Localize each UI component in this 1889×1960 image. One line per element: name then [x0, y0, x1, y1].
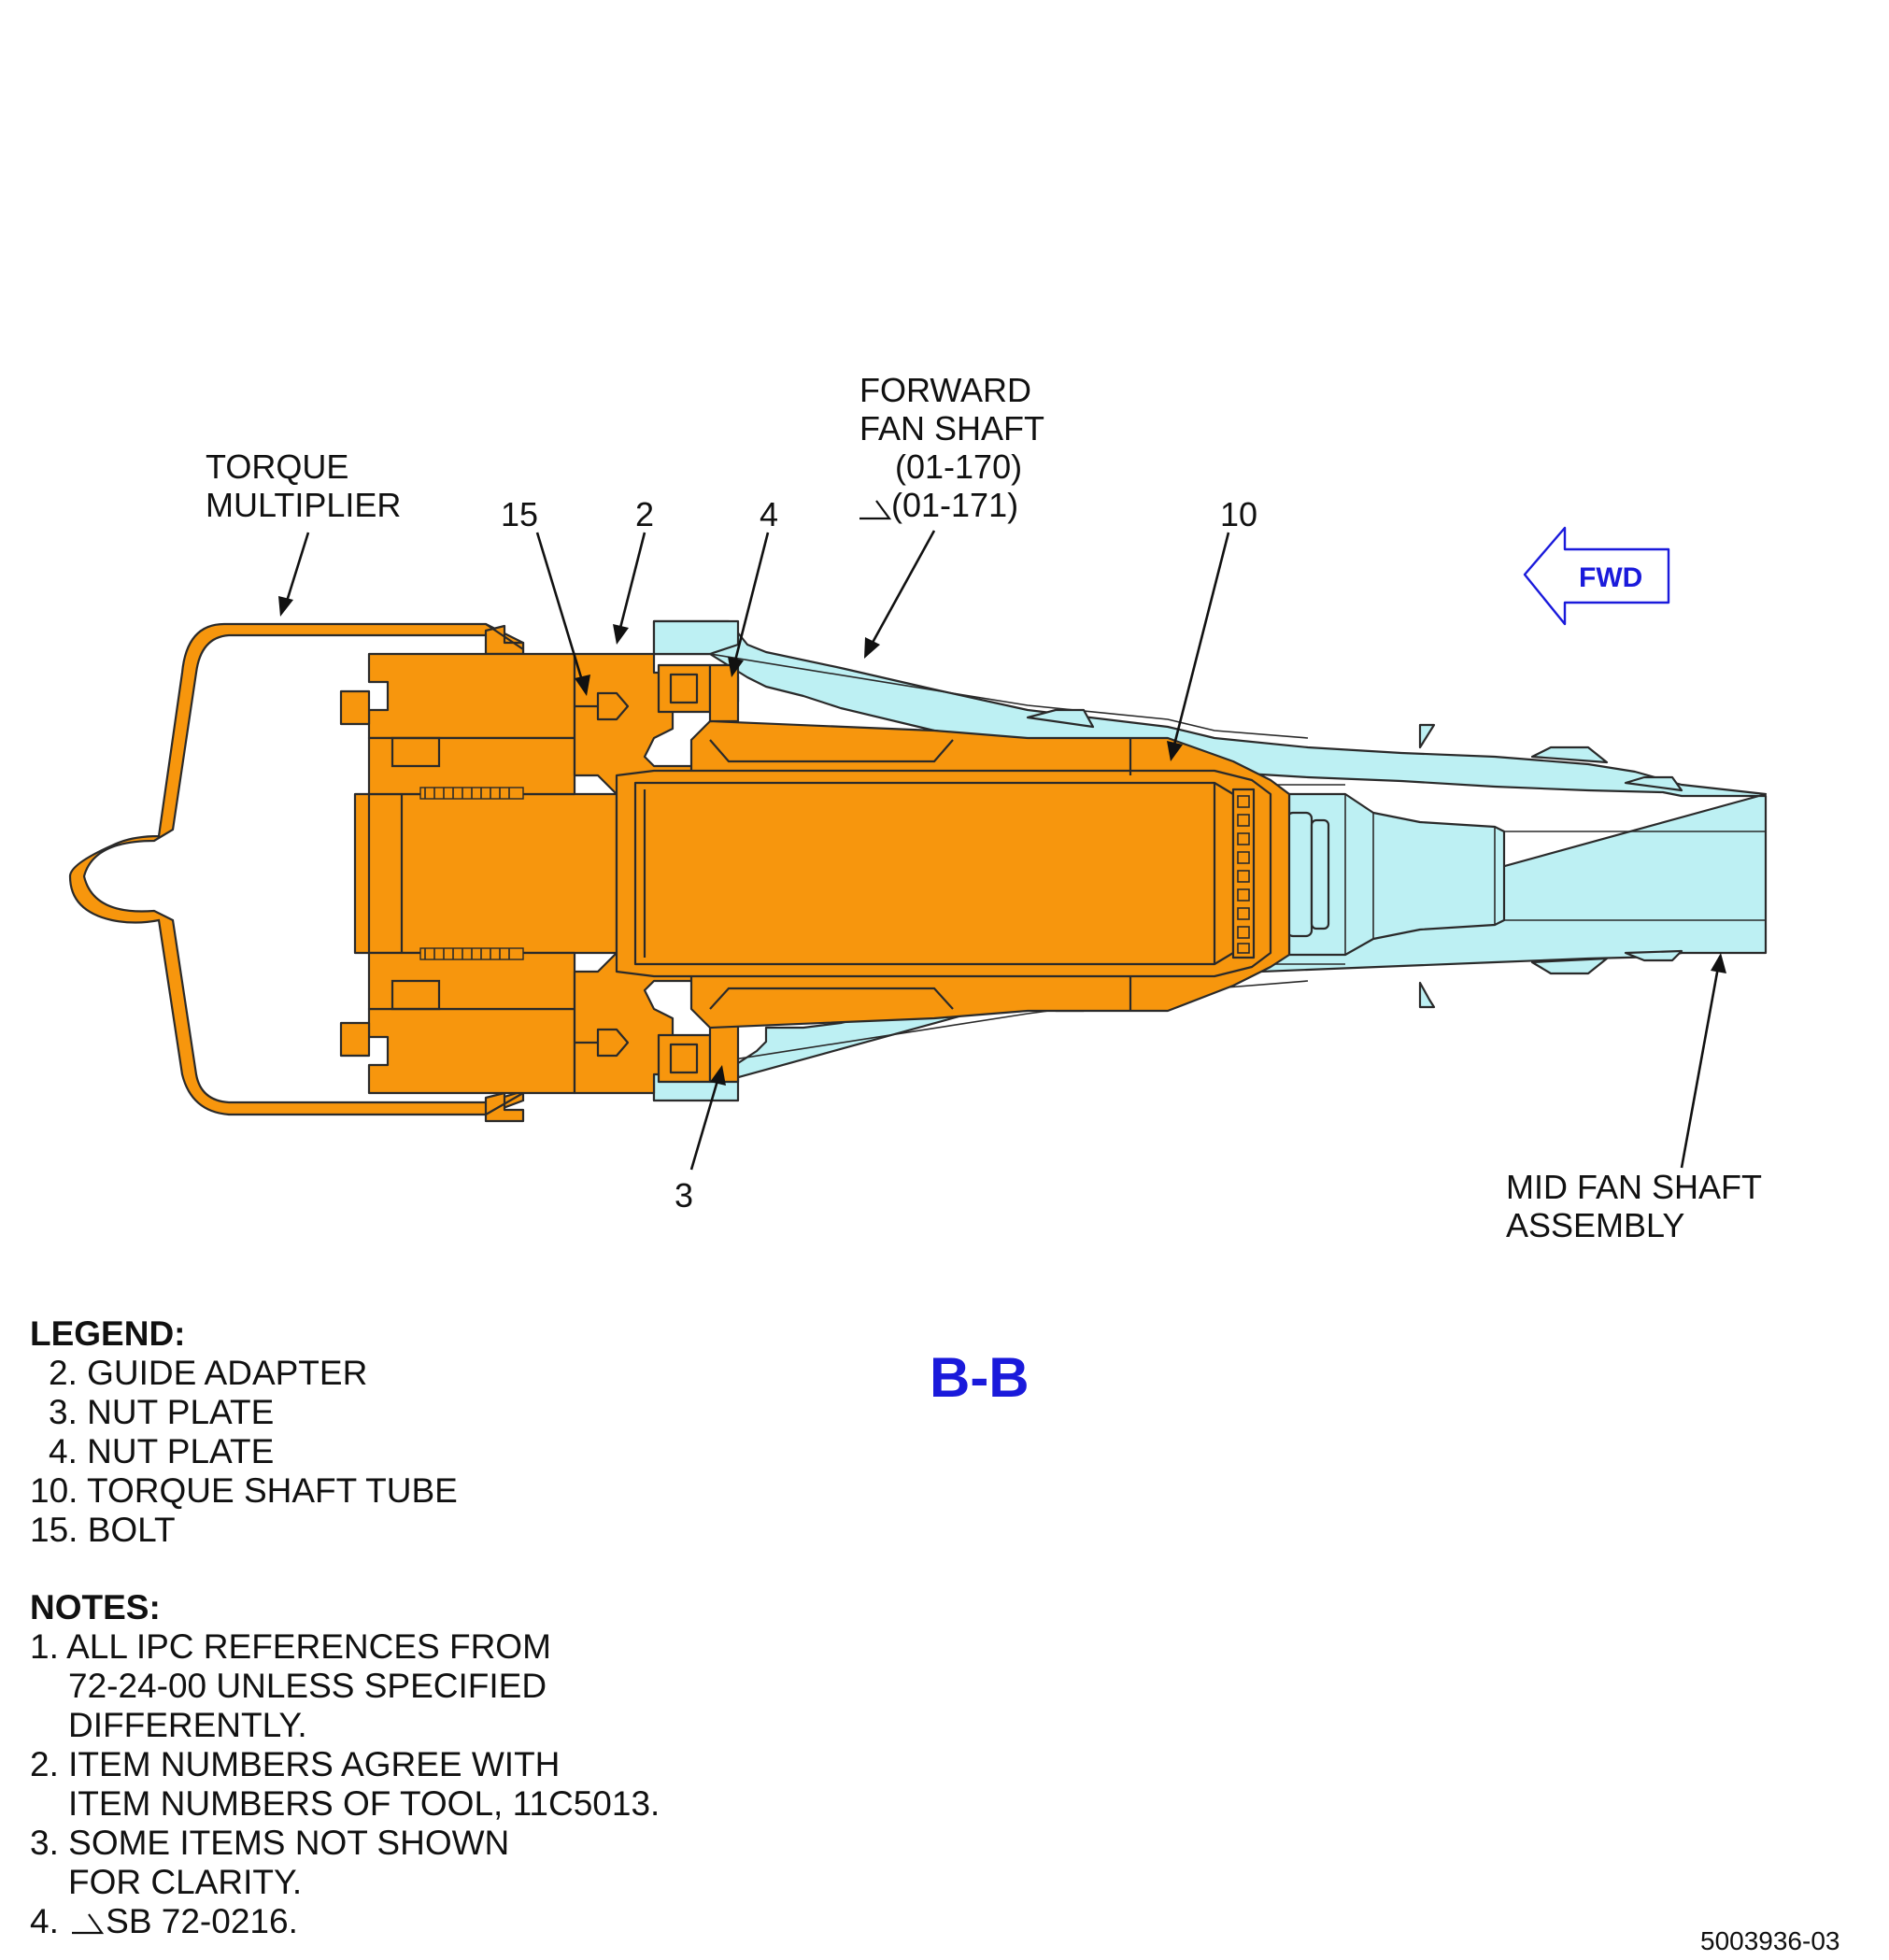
item-15-callout: 15 — [501, 495, 538, 533]
nut-plate-4 — [657, 663, 740, 723]
legend-item: 4. NUT PLATE — [49, 1432, 275, 1470]
fwd-arrow-icon — [1523, 526, 1670, 626]
note-item: 4. SB 72-0216. — [30, 1902, 298, 1940]
item-3-callout: 3 — [675, 1176, 693, 1214]
forward-fan-shaft-label-line4: (01-171) — [891, 486, 1018, 524]
item-10-callout: 10 — [1220, 495, 1257, 533]
legend-item: 15. BOLT — [30, 1511, 176, 1549]
legend-heading: LEGEND: — [30, 1314, 186, 1353]
note-item: 2. ITEM NUMBERS AGREE WITH — [30, 1745, 561, 1783]
sb-flag-icon — [72, 1913, 105, 1935]
torque-multiplier — [68, 622, 525, 1123]
mid-fan-shaft-label-line1: MID FAN SHAFT — [1506, 1168, 1762, 1206]
legend: LEGEND: 2. GUIDE ADAPTER 3. NUT PLATE 4.… — [30, 1314, 458, 1550]
torque-shaft-tube — [615, 719, 1291, 1030]
legend-item: 10. TORQUE SHAFT TUBE — [30, 1471, 458, 1510]
figure-number: 5003936-03 — [1700, 1926, 1839, 1955]
mid-fan-shaft-label-line2: ASSEMBLY — [1506, 1206, 1684, 1244]
nut-plate-3 — [657, 1024, 740, 1084]
torque-multiplier-label-line1: TORQUE — [206, 447, 348, 486]
fwd-label: FWD — [1579, 562, 1642, 593]
legend-item: 3. NUT PLATE — [49, 1393, 275, 1431]
forward-fan-shaft-label-line2: FAN SHAFT — [859, 409, 1044, 447]
note-continuation: ITEM NUMBERS OF TOOL, 11C5013. — [68, 1784, 660, 1823]
notes-heading: NOTES: — [30, 1588, 161, 1626]
torque-multiplier-head — [339, 652, 618, 1095]
notes: NOTES: 1. ALL IPC REFERENCES FROM 72-24-… — [30, 1588, 660, 1941]
note-item: 1. ALL IPC REFERENCES FROM — [30, 1627, 551, 1666]
torque-multiplier-label-line2: MULTIPLIER — [206, 486, 401, 524]
note-continuation: 72-24-00 UNLESS SPECIFIED — [68, 1667, 547, 1705]
sb-flag-icon — [859, 500, 892, 520]
forward-fan-shaft-label-line1: FORWARD — [859, 371, 1031, 409]
note-continuation: FOR CLARITY. — [68, 1863, 303, 1901]
spline-teeth — [1231, 788, 1256, 959]
section-label: B-B — [930, 1346, 1030, 1409]
item-4-callout: 4 — [760, 495, 778, 533]
note-item: 3. SOME ITEMS NOT SHOWN — [30, 1824, 510, 1862]
forward-fan-shaft-label-line3: (01-170) — [895, 447, 1022, 486]
item-2-callout: 2 — [635, 495, 654, 533]
leader-lines — [278, 530, 1726, 1171]
note-continuation: DIFFERENTLY. — [68, 1706, 307, 1744]
legend-item: 2. GUIDE ADAPTER — [49, 1354, 368, 1392]
